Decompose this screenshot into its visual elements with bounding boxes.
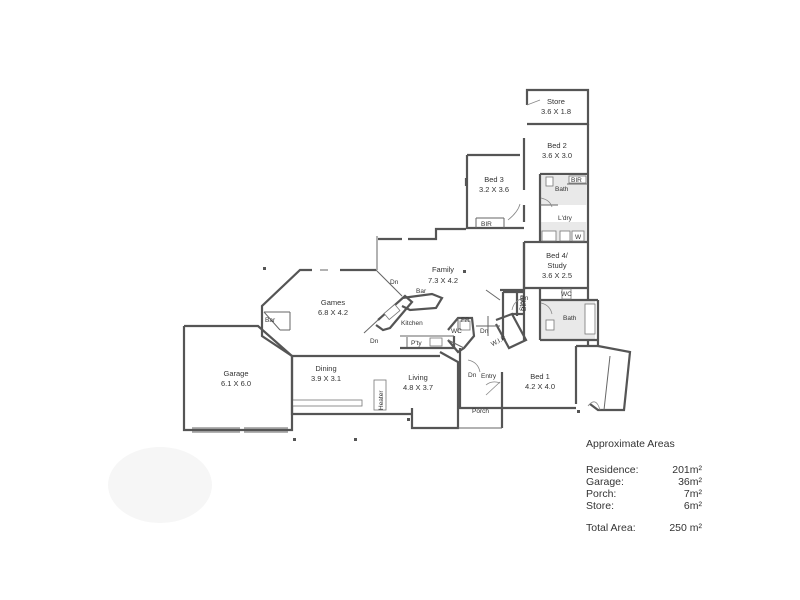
label-entry: Entry — [481, 373, 497, 380]
room-garage-name: Garage — [223, 369, 248, 378]
areas-legend: Approximate Areas Residence: 201m² Garag… — [586, 438, 786, 534]
room-dining-size: 3.9 X 3.1 — [311, 374, 341, 383]
label-fridge: FR — [461, 317, 470, 324]
west-wing-walls — [182, 267, 580, 441]
room-garage-size: 6.1 X 6.0 — [221, 379, 251, 388]
label-wc-ensuite: WC — [561, 291, 572, 298]
label-wc-centre: WC — [451, 328, 462, 335]
room-games-size: 6.8 X 4.2 — [318, 308, 348, 317]
areas-row-store: Store: 6m² — [586, 500, 786, 512]
label-store-small: Store — [519, 295, 526, 311]
room-store-name: Store — [547, 97, 565, 106]
room-bed3-name: Bed 3 — [484, 175, 504, 184]
areas-row-value: 36m² — [678, 476, 702, 488]
room-living-size: 4.8 X 3.7 — [403, 383, 433, 392]
central-walls — [375, 227, 526, 430]
areas-title: Approximate Areas — [586, 438, 675, 450]
east-wing-walls — [458, 288, 632, 412]
areas-row-value: 6m² — [683, 500, 702, 512]
room-dining-name: Dining — [315, 364, 336, 373]
label-bir-upper: BIR — [571, 177, 582, 184]
label-dn-kitchen: Dn — [480, 328, 489, 335]
room-bed1-name: Bed 1 — [530, 372, 550, 381]
label-kitchen: Kitchen — [401, 320, 423, 327]
label-bath-ensuite: Bath — [563, 315, 577, 322]
areas-row-residence: Residence: 201m² — [586, 464, 786, 476]
label-bir-bed3: BIR — [481, 221, 492, 228]
label-bar-games: Bar — [265, 317, 276, 324]
label-heater: Heater — [378, 390, 385, 410]
room-family-name: Family — [432, 265, 454, 274]
areas-total-label: Total Area: — [586, 522, 636, 534]
label-dn-entry: Dn — [468, 372, 477, 379]
areas-row-value: 201m² — [672, 464, 702, 476]
label-wc-laundry: W — [575, 234, 582, 241]
areas-row-garage: Garage: 36m² — [586, 476, 786, 488]
areas-row-porch: Porch: 7m² — [586, 488, 786, 500]
label-dn-bed4: Dn — [520, 295, 529, 302]
label-dn-games: Dn — [370, 338, 379, 345]
label-pantry: P'ty — [411, 340, 422, 347]
room-bed1-size: 4.2 X 4.0 — [525, 382, 555, 391]
label-dn-family: Dn — [390, 279, 399, 286]
room-family-size: 7.3 X 4.2 — [428, 276, 458, 285]
label-laundry: L'dry — [558, 215, 573, 222]
areas-row-label: Garage: — [586, 476, 624, 488]
label-wir: W.I.R — [490, 334, 508, 348]
areas-row-label: Store: — [586, 500, 615, 512]
areas-row-label: Residence: — [586, 464, 639, 476]
room-bed4-name: Bed 4/ — [546, 251, 569, 260]
label-bar-family: Bar — [416, 288, 427, 295]
room-living-name: Living — [408, 373, 428, 382]
room-bed3-size: 3.2 X 3.6 — [479, 185, 509, 194]
room-games-name: Games — [321, 298, 345, 307]
areas-total-value: 250 m² — [669, 522, 702, 534]
room-bed2-size: 3.6 X 3.0 — [542, 151, 572, 160]
areas-row-label: Porch: — [586, 488, 617, 500]
areas-row-value: 7m² — [683, 488, 702, 500]
label-porch: Porch — [472, 408, 489, 415]
room-bed2-name: Bed 2 — [547, 141, 567, 150]
areas-total: Total Area: 250 m² — [586, 522, 786, 534]
room-bed4-size: 3.6 X 2.5 — [542, 271, 572, 280]
label-bir-right: BIR — [521, 300, 528, 311]
room-bed4-name2: Study — [547, 261, 566, 270]
room-store-size: 3.6 X 1.8 — [541, 107, 571, 116]
background-smudge — [108, 447, 212, 523]
label-bath-upper: Bath — [555, 186, 569, 193]
